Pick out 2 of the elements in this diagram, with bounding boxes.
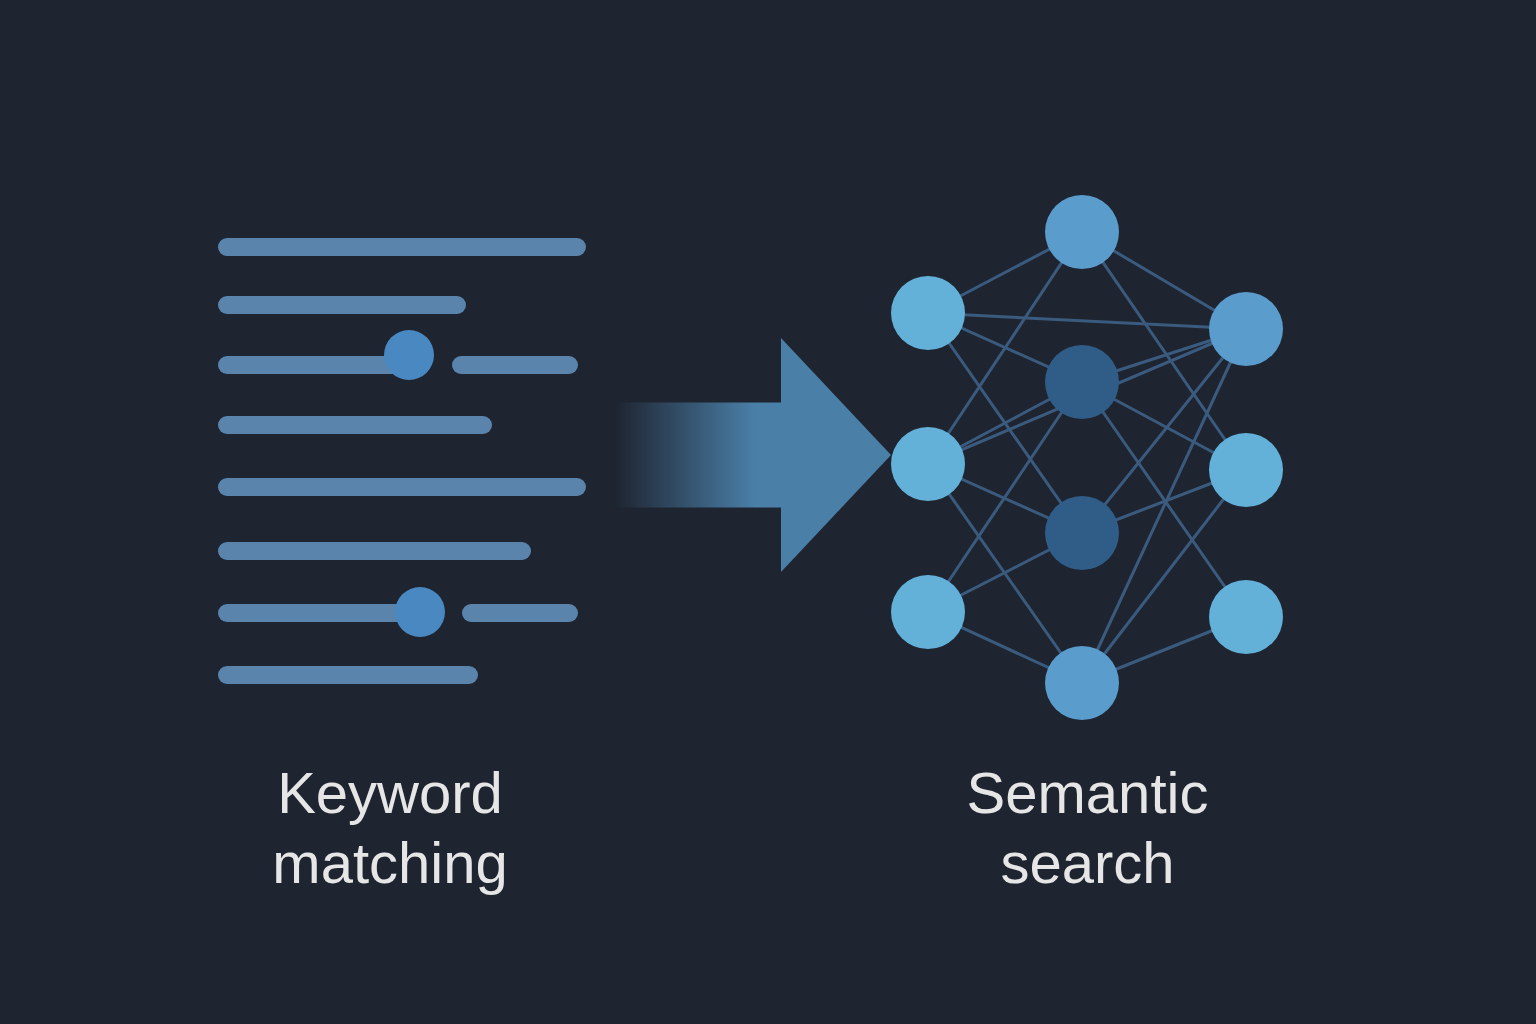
- caption-text: Keyword matching: [271, 759, 509, 897]
- caption-text: Semantic search: [965, 759, 1210, 897]
